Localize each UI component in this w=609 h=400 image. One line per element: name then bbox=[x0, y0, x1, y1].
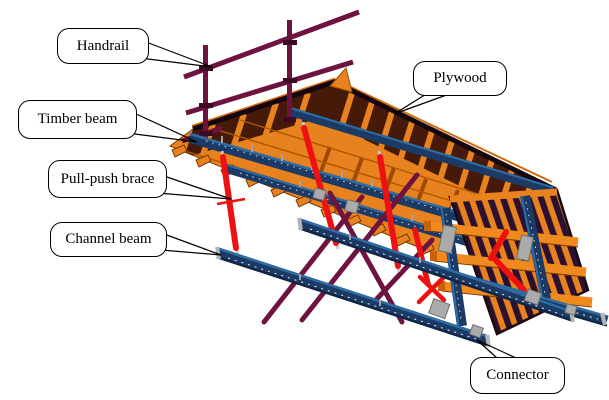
pull-push-brace bbox=[377, 154, 401, 269]
callout-plywood-label: Plywood bbox=[433, 70, 487, 86]
callout-connector-label: Connector bbox=[486, 367, 549, 383]
handrail bbox=[181, 9, 360, 146]
callout-timber-beam: Timber beam bbox=[18, 100, 137, 139]
handrail-top-rail bbox=[183, 9, 360, 80]
callout-tail-lines bbox=[126, 41, 517, 359]
callout-pull-push-brace-label: Pull-push brace bbox=[60, 170, 155, 187]
callout-channel-beam-label: Channel beam bbox=[65, 231, 152, 247]
callout-pull-push-brace: Pull-push brace bbox=[48, 160, 167, 198]
pull-push-braces bbox=[216, 121, 527, 305]
handrail-mid-rail bbox=[185, 59, 354, 116]
connector bbox=[468, 323, 484, 339]
handrail-post bbox=[203, 45, 208, 146]
plywood-corner-fin bbox=[329, 66, 353, 93]
handrail-post bbox=[287, 20, 292, 122]
callout-channel-beam: Channel beam bbox=[50, 222, 167, 257]
callout-plywood: Plywood bbox=[413, 61, 507, 96]
callout-handrail: Handrail bbox=[57, 28, 149, 64]
handrail-clamps bbox=[199, 40, 297, 136]
callout-handrail-label: Handrail bbox=[76, 37, 130, 54]
callout-timber-beam-label: Timber beam bbox=[37, 111, 118, 127]
channel-beam bbox=[216, 247, 490, 347]
pull-push-brace bbox=[301, 125, 339, 246]
callout-connector: Connector bbox=[470, 357, 565, 394]
connectors bbox=[312, 187, 578, 339]
